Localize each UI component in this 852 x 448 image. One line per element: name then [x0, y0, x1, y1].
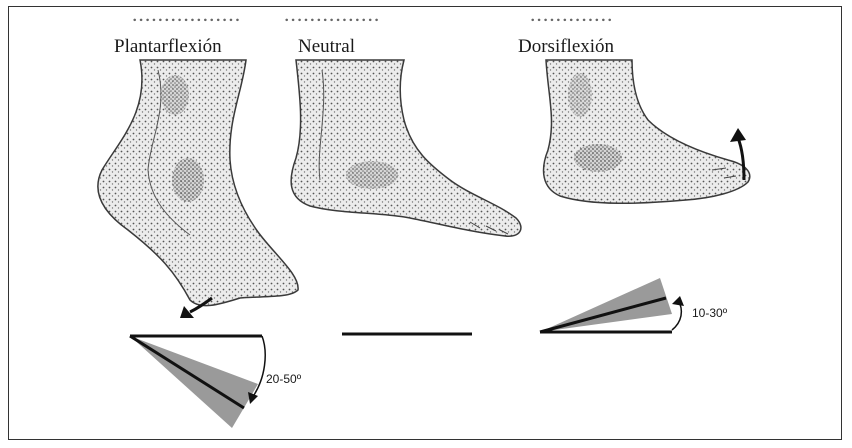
foot-dorsiflexion	[544, 60, 750, 203]
foot-plantarflexion	[98, 60, 298, 306]
dorsiflexion-angle-label: 10-30º	[692, 306, 727, 320]
plantarflexion-angle-diagram	[130, 336, 265, 428]
dorsiflexion-angle-diagram	[540, 278, 684, 332]
label-plantarflexion: Plantarflexión	[114, 36, 222, 58]
plantarflexion-angle-label: 20-50º	[266, 372, 301, 386]
foot-neutral	[291, 60, 521, 236]
label-neutral: Neutral	[298, 36, 355, 58]
label-dorsiflexion: Dorsiflexión	[518, 36, 614, 58]
